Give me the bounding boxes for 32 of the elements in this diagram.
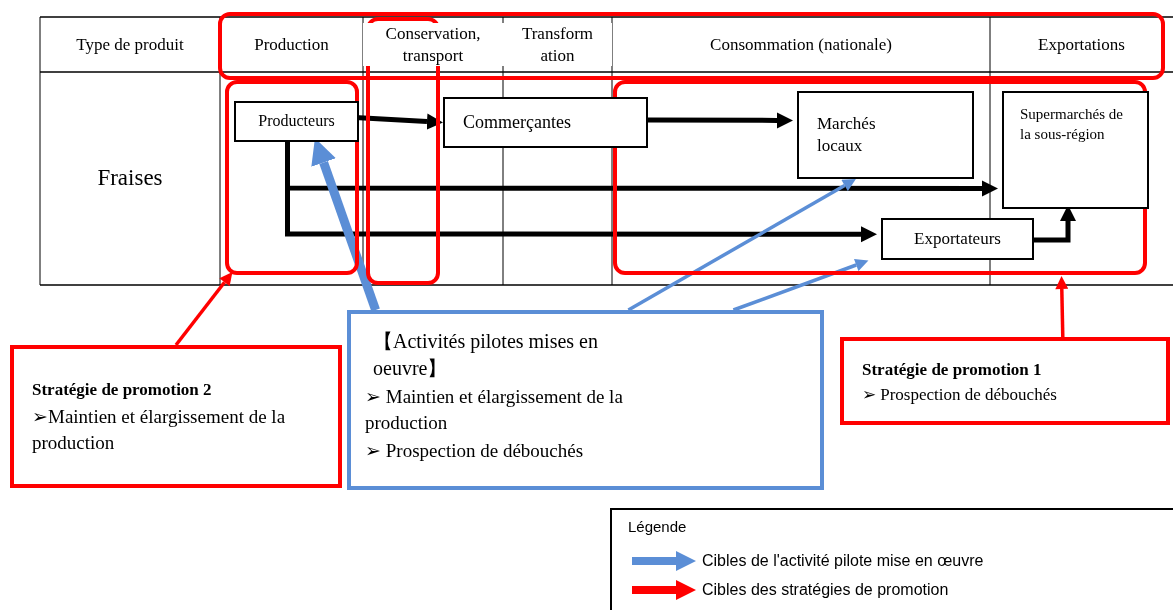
callout-box [347,310,824,490]
legend-text: Cibles de l'activité pilote mise en œuvre [702,552,984,570]
bullet-text: ➢ Maintien et élargissement de la production [365,385,624,435]
highlight-frame [613,80,1147,275]
arrow [1055,276,1069,338]
bullet-text: ➢ Prospection de débouchés [862,383,1058,406]
actor-box [234,101,359,142]
legend-text: Cibles des stratégies de promotion [702,581,949,599]
box-label: Marchés locaux [817,112,877,157]
arrow [648,112,793,129]
callout-heading: 【Activités pilotes mises en oeuvre】 [372,329,599,381]
callout-heading: Stratégie de promotion 2 [32,379,213,401]
box-label: Producteurs [258,111,335,132]
callout-box [840,337,1170,425]
actor-box [443,97,648,148]
box-label: Exportateurs [914,227,1001,250]
arrow [174,271,233,347]
box-label: Commerçantes [463,110,571,134]
arrow [627,179,856,312]
callout-heading: Stratégie de promotion 1 [862,359,1043,381]
actor-box [881,218,1034,260]
column-header: Transform ation [503,23,612,66]
actor-box [797,91,974,179]
bullet-text: ➢Maintien et élargissement de la production [32,404,287,455]
box-label: Supermarchés de la sous-région [1020,105,1124,144]
column-header: Conservation, transport [363,23,503,66]
bullet-text: ➢ Prospection de débouchés [365,439,585,464]
legend-title: Légende [628,518,687,535]
callout-box [10,345,342,488]
actor-box [1002,91,1149,209]
arrow [732,258,869,312]
highlight-frame [225,80,359,275]
